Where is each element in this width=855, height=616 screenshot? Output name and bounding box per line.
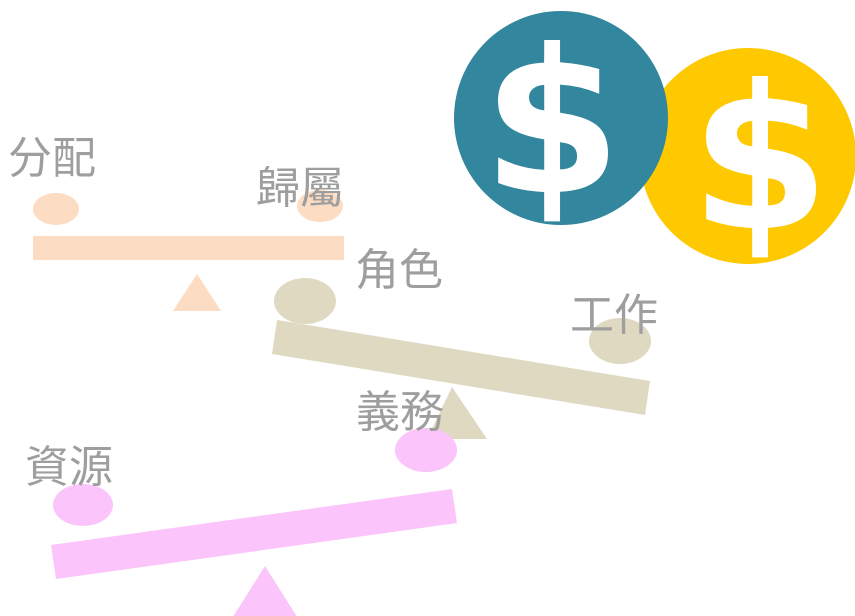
scale-middle-left-weight: [274, 278, 336, 324]
teal-dollar-coin-icon: $: [454, 7, 668, 240]
scale-bottom: 資源 義務: [25, 387, 457, 616]
scale-bottom-right-weight: [395, 428, 457, 472]
scale-middle: 角色 工作: [272, 245, 658, 439]
scale-top-right-weight: [297, 190, 343, 222]
scale-bottom-right-label: 義務: [356, 387, 444, 438]
scale-top-right-label: 歸屬: [256, 163, 344, 214]
scale-middle-right-label: 工作: [570, 290, 658, 341]
scale-middle-right-weight: [589, 318, 651, 364]
scale-bottom-left-weight: [53, 484, 113, 526]
scale-bottom-beam: [51, 489, 457, 579]
scale-middle-beam: [272, 320, 650, 415]
scale-bottom-left-label: 資源: [25, 442, 113, 493]
scale-top: 分配 歸屬: [8, 133, 344, 311]
scale-bottom-fulcrum: [233, 566, 297, 616]
scale-top-beam: [33, 236, 344, 260]
scale-middle-left-label: 角色: [355, 245, 443, 296]
gold-coin-symbol: $: [690, 43, 829, 276]
scale-top-left-label: 分配: [8, 133, 96, 184]
gold-dollar-coin-icon: $: [640, 43, 855, 276]
scale-top-left-weight: [33, 193, 79, 225]
scale-middle-fulcrum: [427, 387, 487, 439]
scale-top-fulcrum: [173, 274, 221, 311]
teal-coin-symbol: $: [482, 7, 621, 240]
